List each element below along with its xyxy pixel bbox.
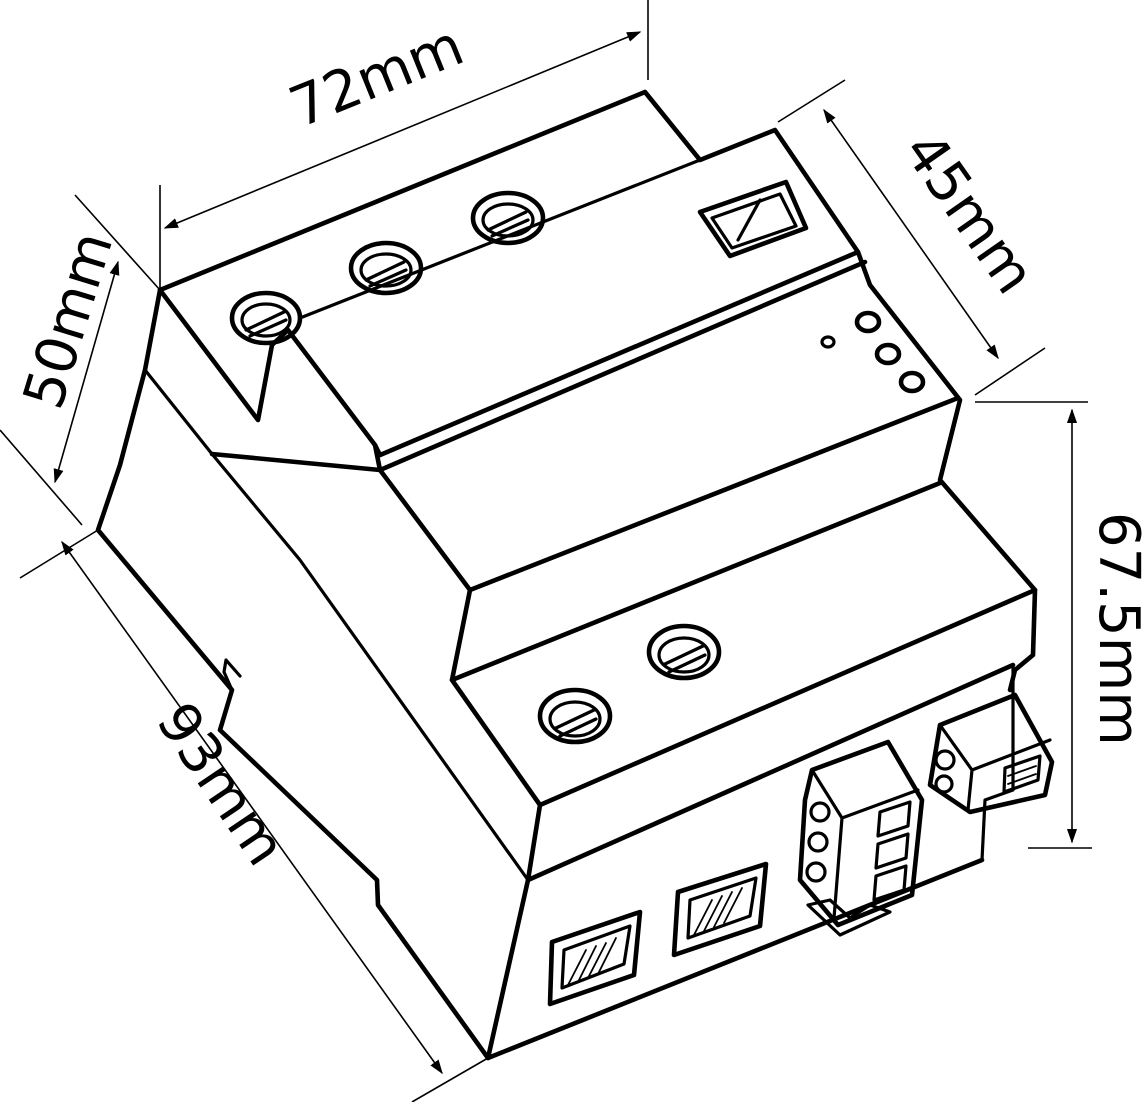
dim-label-72: 72mm [281,13,473,141]
screw-terminal-icon [470,190,546,246]
screw-terminal-icon [229,290,303,346]
rj45-ports [547,861,769,1007]
bottom-terminals [537,623,722,745]
dim-label-50: 50mm [11,225,126,416]
dim-50-line [53,260,120,484]
rj45-port-icon [547,909,643,1007]
plug-block-large [797,739,925,937]
dim-93-extension-bottom [411,1057,489,1102]
dim-93-extension-top [19,529,99,579]
top-rear-block [157,89,1038,693]
led-icon [854,310,882,334]
dimension-labels: 72mm 45mm 50mm 67.5mm 93mm [11,13,1144,877]
display-window [697,179,809,259]
led-icon [874,342,902,366]
dim-93-line [61,540,443,1075]
front-upper-rib [377,249,861,458]
rj45-port-icon [671,861,769,958]
dim-label-67-5: 67.5mm [1086,512,1144,746]
dim-45-extension-bottom [974,347,1046,396]
dim-72-line [163,31,642,229]
screw-terminal-icon [537,687,613,745]
dim-50-extension-bottom [0,429,83,526]
dim-label-45: 45mm [891,121,1048,306]
led-icon [820,335,836,349]
dim-45-extension-top [777,79,846,123]
led-icon [898,370,926,394]
dim-45-line [823,108,999,360]
device-body [95,89,1038,1061]
top-terminals [229,190,546,346]
dimension-lines [0,0,1092,1102]
plug-block-small [927,692,1055,815]
led-indicators [820,310,926,394]
front-middle-face [377,395,961,593]
screw-terminal-icon [348,240,424,296]
screw-terminal-icon [646,623,722,681]
dim-50-extension-top [74,194,161,291]
